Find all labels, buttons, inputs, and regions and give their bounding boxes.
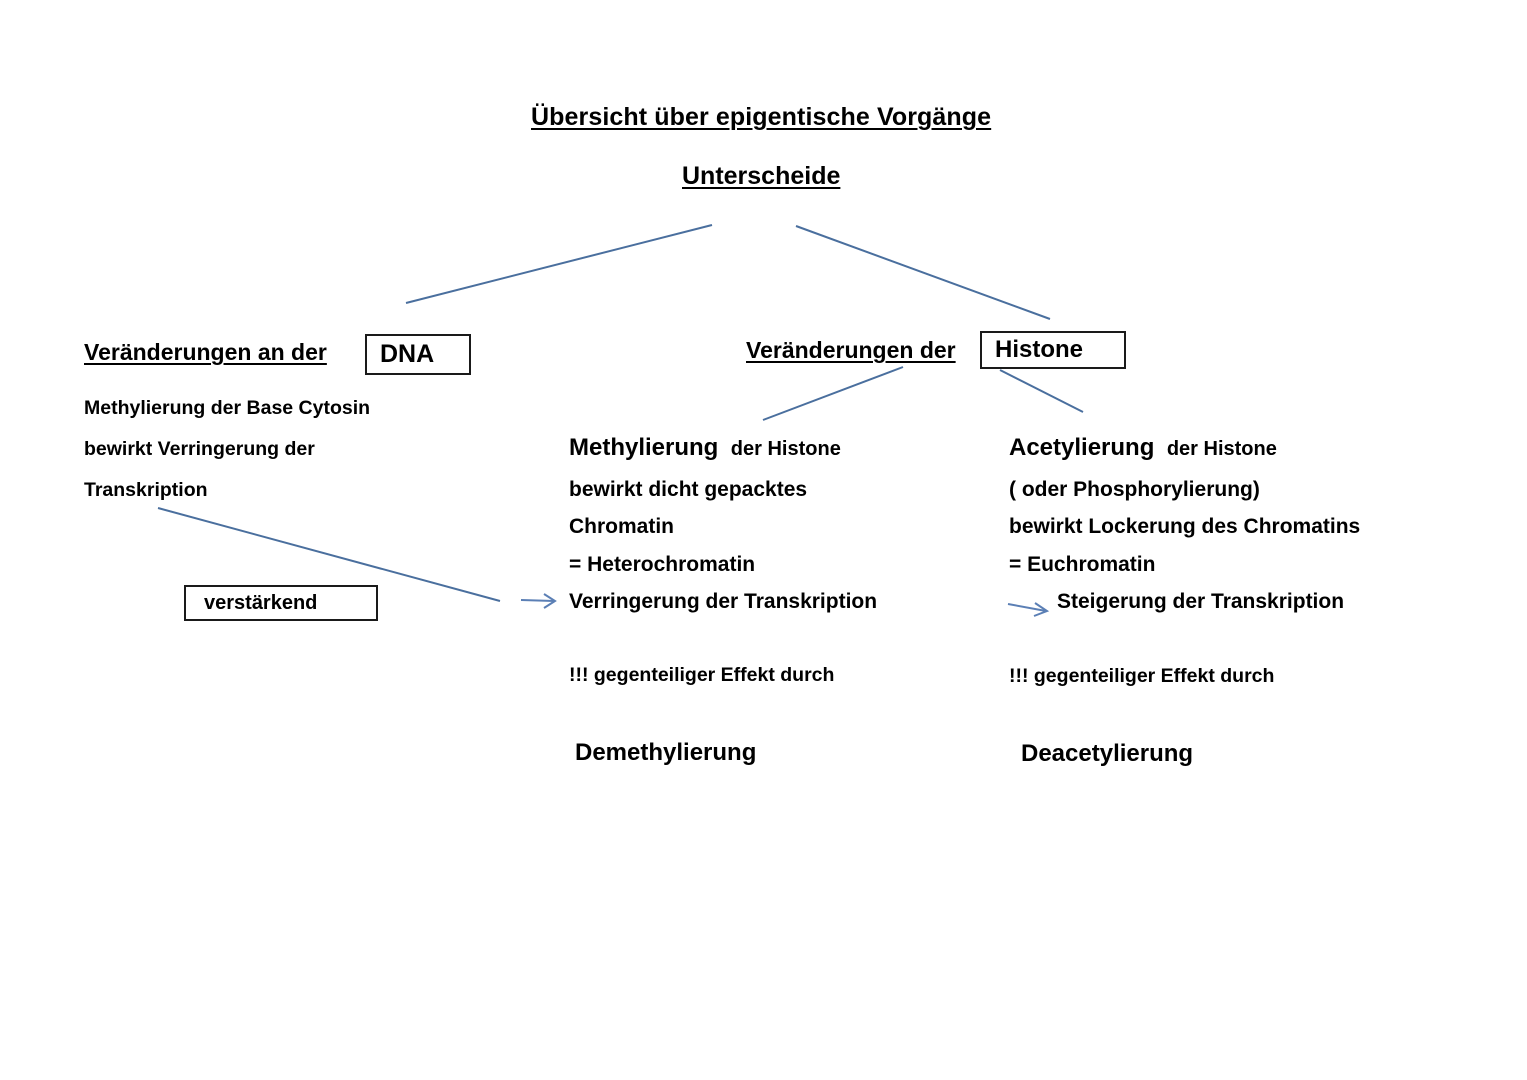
methylierung-note: !!! gegenteiliger Effekt durch: [569, 664, 835, 686]
dna-box: DNA: [365, 334, 471, 375]
connector-histone-to-acetylierung: [999, 369, 1084, 413]
left-branch-line-3: Transkription: [84, 479, 208, 501]
connector-unterscheide-to-histone: [795, 225, 1051, 320]
right-branch-heading: Veränderungen der: [746, 337, 956, 363]
acetylierung-lead: Acetylierung: [1009, 434, 1155, 461]
demethylierung-term: Demethylierung: [575, 739, 757, 766]
arrow-to-steigerung-icon: [1007, 602, 1050, 617]
methylierung-lead-row: Methylierung der Histone: [569, 436, 841, 460]
acetylierung-note: !!! gegenteiliger Effekt durch: [1009, 665, 1275, 687]
page-title: Übersicht über epigentische Vorgänge: [531, 103, 992, 131]
methylierung-line-1: bewirkt dicht gepacktes: [569, 478, 808, 501]
verstaerkend-box-label: verstärkend: [204, 591, 318, 614]
left-branch-line-2: bewirkt Verringerung der: [84, 438, 315, 460]
acetylierung-line-4: Steigerung der Transkription: [1057, 590, 1345, 613]
histone-box-label: Histone: [995, 336, 1084, 363]
dna-box-label: DNA: [380, 340, 435, 368]
left-branch-heading: Veränderungen an der: [84, 339, 327, 365]
methylierung-line-4: Verringerung der Transkription: [569, 590, 878, 613]
methylierung-line-2: Chromatin: [569, 515, 674, 538]
methylierung-lead: Methylierung: [569, 434, 719, 461]
acetylierung-line-1: ( oder Phosphorylierung): [1009, 478, 1260, 501]
deacetylierung-term: Deacetylierung: [1021, 740, 1194, 767]
acetylierung-lead-suffix: der Histone: [1166, 438, 1277, 460]
acetylierung-line-2: bewirkt Lockerung des Chromatins: [1009, 515, 1361, 538]
arrow-to-verringerung-icon: [520, 593, 557, 609]
histone-box: Histone: [980, 331, 1126, 369]
connector-unterscheide-to-dna: [405, 224, 713, 304]
page-subtitle: Unterscheide: [682, 162, 841, 190]
acetylierung-line-3: = Euchromatin: [1009, 553, 1156, 576]
methylierung-line-3: = Heterochromatin: [569, 553, 756, 576]
left-branch-line-1: Methylierung der Base Cytosin: [84, 397, 371, 419]
connector-histone-to-methylierung: [762, 366, 904, 421]
methylierung-lead-suffix: der Histone: [730, 438, 841, 460]
verstaerkend-box: verstärkend: [184, 585, 378, 621]
acetylierung-lead-row: Acetylierung der Histone: [1009, 436, 1277, 460]
